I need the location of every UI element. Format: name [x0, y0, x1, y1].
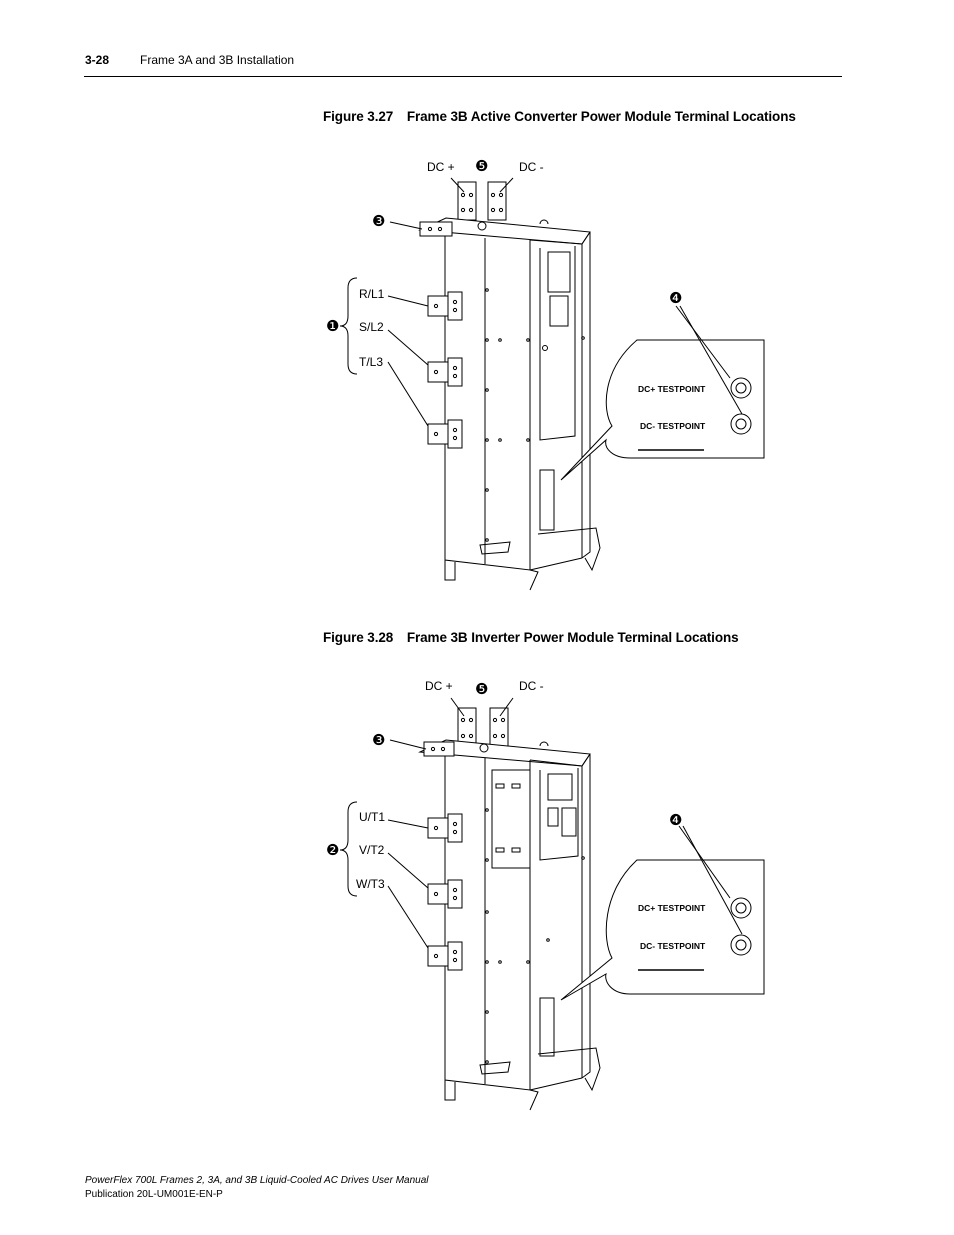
- figure-number: Figure 3.27: [323, 109, 394, 124]
- footer-publication: Publication 20L-UM001E-EN-P: [85, 1189, 223, 1200]
- callout-dc: ❺: [475, 681, 488, 698]
- callout-testpoints: ❹: [669, 812, 682, 829]
- section-title: Frame 3A and 3B Installation: [140, 53, 295, 67]
- figure-number: Figure 3.28: [323, 630, 394, 645]
- terminal-label-3: T/L3: [359, 355, 383, 369]
- callout-dc: ❺: [475, 158, 488, 175]
- callout-ground: ❸: [372, 732, 385, 749]
- terminal-label-1: R/L1: [359, 287, 385, 301]
- callout-testpoints: ❹: [669, 290, 682, 307]
- callout-ground: ❸: [372, 213, 385, 230]
- terminal-label-2: V/T2: [359, 843, 385, 857]
- figure-caption-3-28: Figure 3.28 Frame 3B Inverter Power Modu…: [323, 630, 739, 645]
- testpoint-minus-label: DC- TESTPOINT: [640, 421, 706, 431]
- callout-group: ❶: [326, 318, 339, 335]
- header-rule: [84, 76, 842, 77]
- dc-minus-label: DC -: [519, 160, 544, 174]
- dc-plus-label: DC +: [427, 160, 455, 174]
- callout-group: ❷: [326, 842, 339, 859]
- terminal-label-1: U/T1: [359, 810, 385, 824]
- page-number: 3-28: [85, 53, 110, 67]
- terminal-label-2: S/L2: [359, 320, 384, 334]
- terminal-label-3: W/T3: [356, 877, 385, 891]
- figure-3-28-drawing: DC + DC - ❺ ❸ ❹ ❷ U/T1 V/T2 W/T3 DC+ TES…: [326, 679, 765, 1111]
- dc-minus-label: DC -: [519, 679, 544, 693]
- figure-3-27-drawing: DC + DC - ❺ ❸ ❹ ❶ R/L1 S/L2 T/L3 DC+ TES…: [326, 158, 765, 591]
- testpoint-plus-label: DC+ TESTPOINT: [638, 384, 706, 394]
- testpoint-plus-label: DC+ TESTPOINT: [638, 903, 706, 913]
- footer-manual-title: PowerFlex 700L Frames 2, 3A, and 3B Liqu…: [85, 1175, 429, 1186]
- figure-title: Frame 3B Active Converter Power Module T…: [406, 109, 796, 124]
- figure-caption-3-27: Figure 3.27 Frame 3B Active Converter Po…: [323, 109, 796, 124]
- dc-plus-label: DC +: [425, 679, 453, 693]
- testpoint-minus-label: DC- TESTPOINT: [640, 941, 706, 951]
- figure-title: Frame 3B Inverter Power Module Terminal …: [406, 630, 739, 645]
